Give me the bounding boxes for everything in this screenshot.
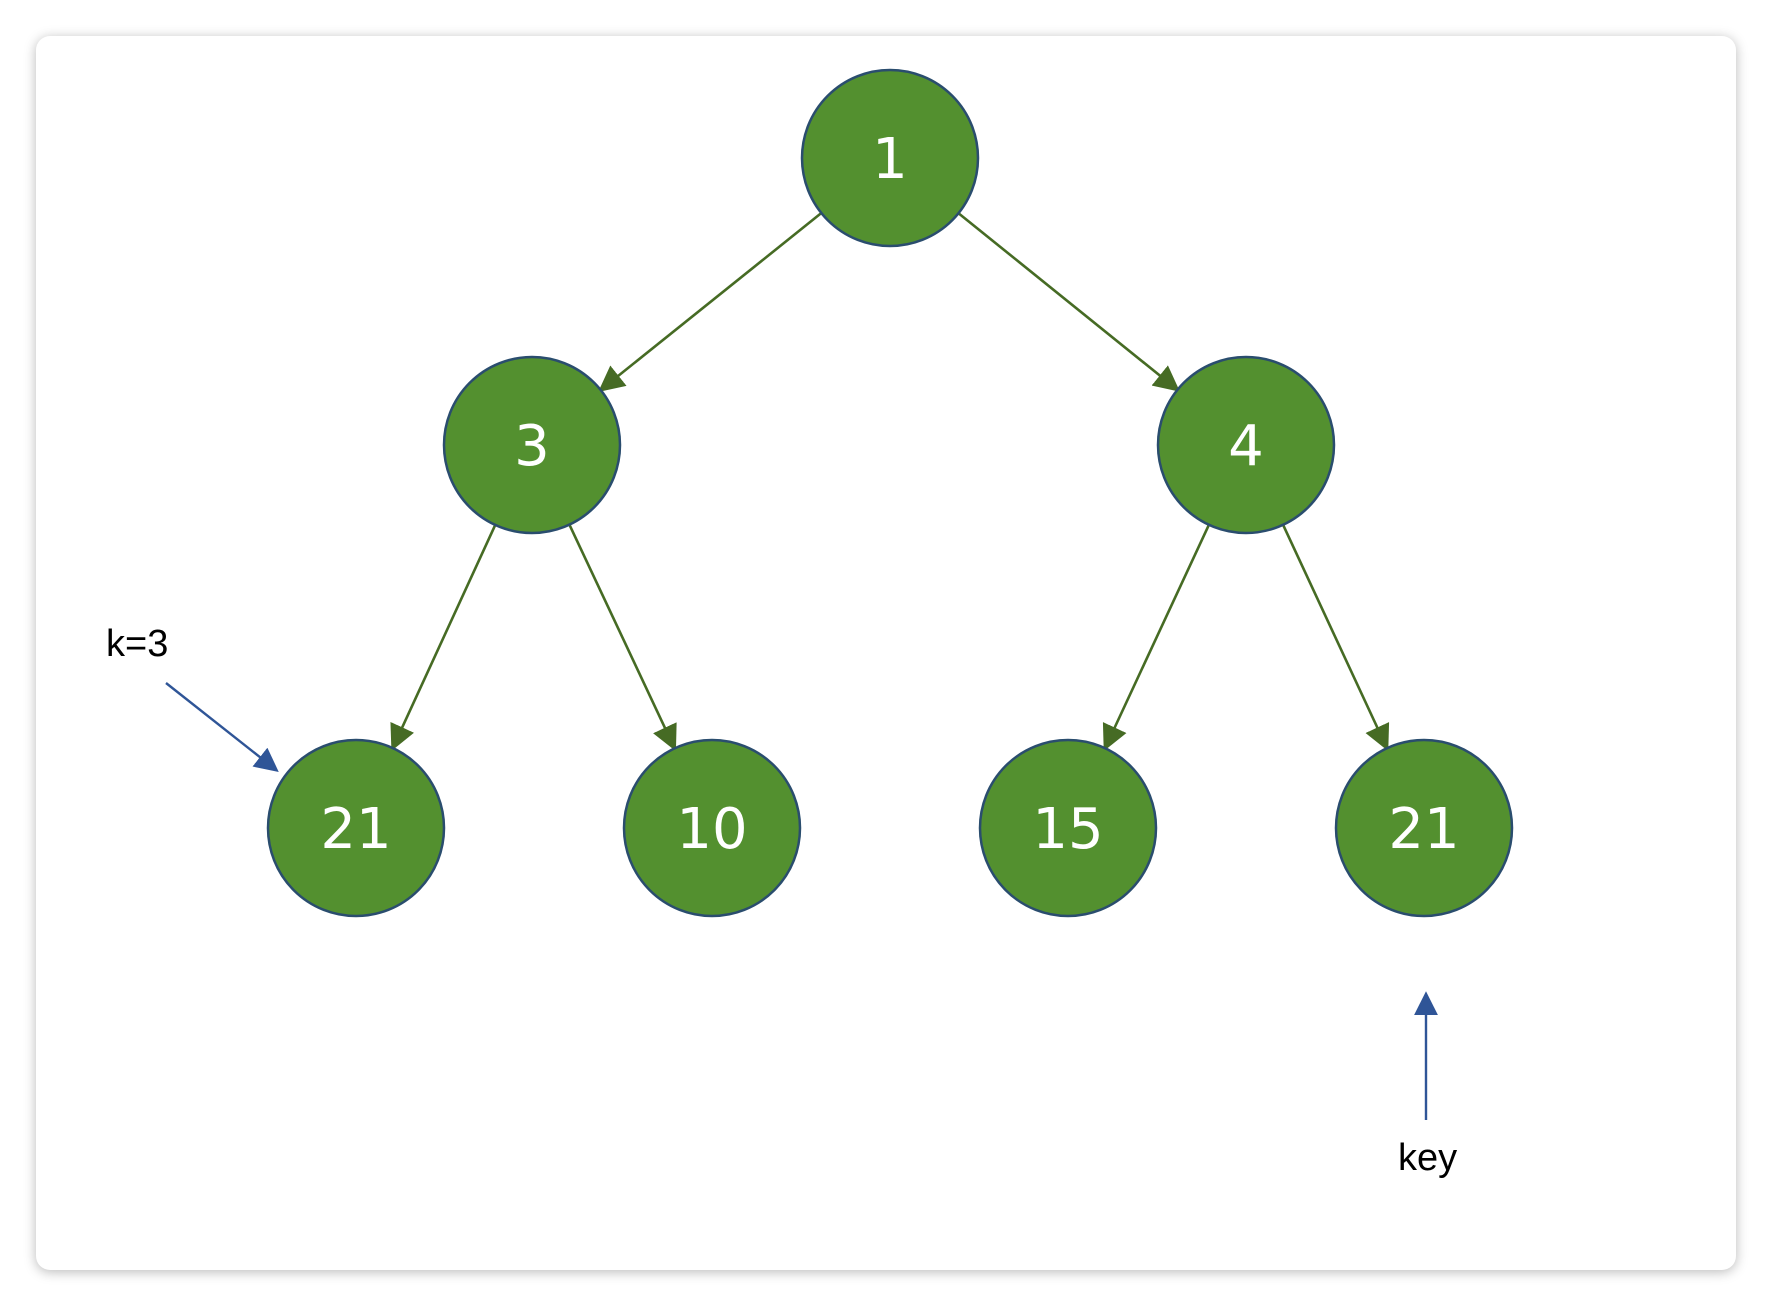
node-label: 21 <box>1388 797 1459 862</box>
node-circle <box>1334 738 1514 918</box>
node-circle <box>622 738 802 918</box>
edges <box>390 212 1390 752</box>
node-circle <box>1156 355 1336 535</box>
tree-node-n1: 1 <box>800 68 980 248</box>
edge-n1-n3 <box>598 212 823 392</box>
edge-n3-n10 <box>568 524 677 752</box>
edge-n3-n21a <box>390 524 497 751</box>
k-pointer-arrow <box>165 682 279 772</box>
tree-node-n15: 15 <box>978 738 1158 918</box>
edge-n1-n4 <box>957 212 1180 392</box>
node-circle <box>266 738 446 918</box>
node-label: 3 <box>514 414 550 479</box>
tree-node-n10: 10 <box>622 738 802 918</box>
node-label: 10 <box>676 797 747 862</box>
node-circle <box>978 738 1158 918</box>
diagram-card: 1 3 4 21 10 15 21 k=3 key <box>36 36 1736 1270</box>
node-label: 21 <box>320 797 391 862</box>
k-label: k=3 <box>106 623 168 665</box>
edge-n4-n21b <box>1281 524 1390 752</box>
node-label: 1 <box>872 127 908 192</box>
tree-node-n4: 4 <box>1156 355 1336 535</box>
k-annotation: k=3 <box>106 623 279 772</box>
node-label: 4 <box>1228 414 1264 479</box>
node-circle <box>800 68 980 248</box>
node-circle <box>442 355 622 535</box>
tree-node-n21a: 21 <box>266 738 446 918</box>
tree-node-n21b: 21 <box>1334 738 1514 918</box>
node-label: 15 <box>1032 797 1103 862</box>
nodes: 1 3 4 21 10 15 21 <box>266 68 1514 918</box>
edge-n4-n15 <box>1102 524 1211 752</box>
key-annotation: key <box>1398 991 1457 1179</box>
key-label: key <box>1398 1137 1457 1179</box>
heap-tree-diagram: 1 3 4 21 10 15 21 k=3 key <box>106 68 1514 1179</box>
tree-node-n3: 3 <box>442 355 622 535</box>
